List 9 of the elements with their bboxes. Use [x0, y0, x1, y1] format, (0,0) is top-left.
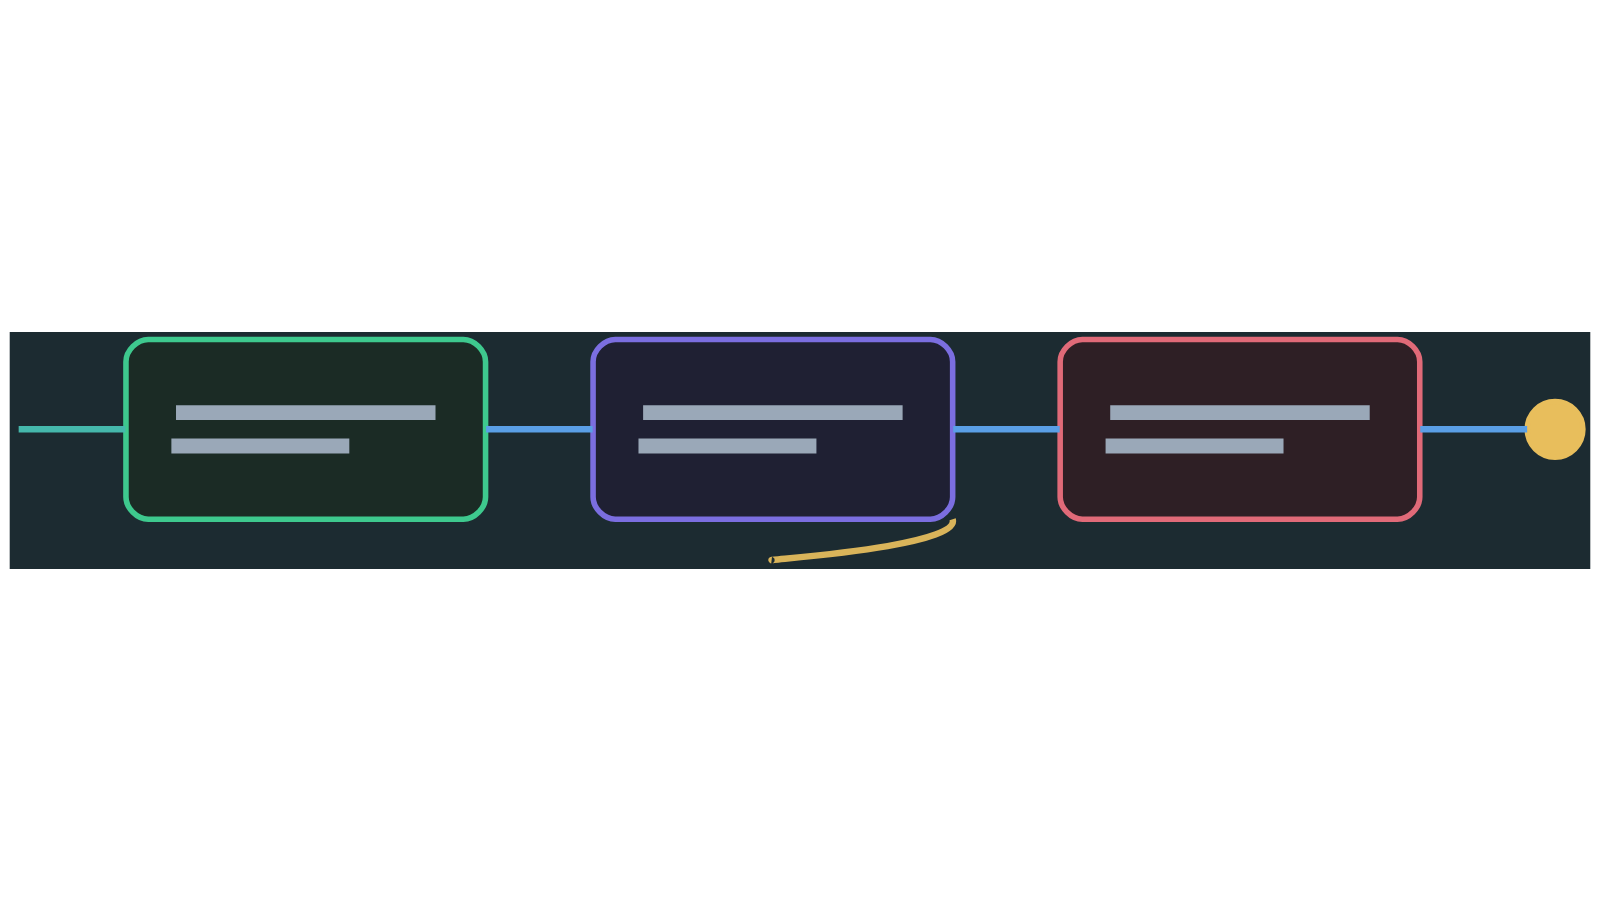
connector [771, 517, 956, 563]
node-box [590, 336, 956, 522]
node-circle [1524, 398, 1586, 460]
connector [1420, 425, 1528, 433]
connector [18, 425, 126, 433]
connector [953, 425, 1060, 433]
node-box [1057, 336, 1423, 522]
node-box [123, 336, 489, 522]
connector [486, 425, 593, 433]
